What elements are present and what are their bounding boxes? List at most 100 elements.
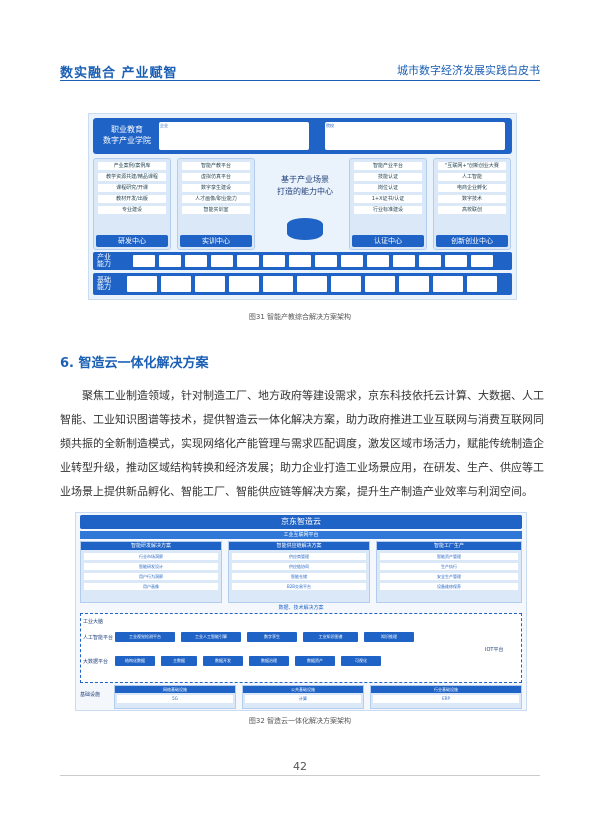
col4-item: 数字技术 (438, 195, 506, 203)
col1-item: 专业建设 (98, 206, 166, 214)
training-center-label: 实训中心 (180, 235, 252, 247)
figure-31-diagram: 职业教育 数字产业学院 企业 院校 产业案例/案例库 教学资源共建/精品课程 课… (88, 113, 517, 300)
panel-item: 安全生产管理 (380, 573, 518, 580)
bigdata-item: 结构化数据 (115, 656, 155, 666)
header-divider (60, 80, 540, 81)
base-capability-label: 基础 能力 (97, 276, 111, 291)
panel-item: 供应链协同 (232, 563, 366, 570)
panel-header: 智能研发解决方案 (81, 542, 221, 550)
ai-item: 知识推理 (364, 632, 414, 642)
rd-center-label: 研发中心 (96, 235, 168, 247)
infrastructure-label: 基础设施 (80, 692, 101, 698)
col3-item: 行业标准建设 (354, 206, 422, 214)
panel-header: 智能工厂生产 (377, 542, 521, 550)
cloud-cylinder-icon (287, 218, 323, 240)
col2-item: 虚拟仿真平台 (182, 173, 250, 181)
certification-center-column: 智能产业平台 技能认证 岗位认证 1+X证书/认证 行业标准建设 认证中心 (349, 158, 427, 250)
center-text: 基于产业场景 打造的能力中心 (277, 175, 333, 196)
ai-item: 工业知识图谱 (303, 632, 358, 642)
bigdata-item: 主数据 (161, 656, 197, 666)
panel-item: 行业市场洞察 (84, 553, 218, 560)
industry-capability-label: 产业 能力 (97, 253, 111, 268)
infrastructure-row: 基础设施 网络基础设施 5G 公共基础设施 计算 行业基础设施 ERP (80, 685, 522, 709)
panel-item: 智能资产管理 (380, 553, 518, 560)
section-title: 6. 智造云一体化解决方案 (60, 356, 209, 371)
ai-item: 数字孪生 (247, 632, 297, 642)
group-header: 网络基础设施 (115, 686, 235, 693)
enterprise-tag: 企业 (160, 123, 168, 128)
group-header: 公共基础设施 (243, 686, 363, 693)
ai-item: 工业人工智能引擎 (181, 632, 241, 642)
college-block: 院校 (325, 122, 505, 150)
col4-item: 高校联创 (438, 206, 506, 214)
col4-item: "互联网+"创新创业大赛 (438, 162, 506, 170)
panel-item: 生产执行 (380, 563, 518, 570)
innovation-center-column: "互联网+"创新创业大赛 人工智能 电商企业孵化 数字技术 高校联创 创新创业中… (433, 158, 511, 250)
col1-item: 产业案例/案例库 (98, 162, 166, 170)
ai-platform-label: 人工智能平台 (83, 635, 114, 641)
bigdata-row: 结构化数据 主数据 数据开发 数据治理 数据资产 可视化 (115, 656, 481, 666)
jd-smart-cloud-title: 京东智造云 (80, 515, 522, 529)
solution-panels: 智能研发解决方案 行业市场洞察 智能研发设计 用户行为洞察 用户画像 智能供应链… (80, 541, 522, 603)
panel-item: 用户画像 (84, 583, 218, 590)
panel-header: 智能供应链解决方案 (229, 542, 369, 550)
col3-item: 岗位认证 (354, 184, 422, 192)
figure-32-diagram: 京东智造云 工业互联网平台 智能研发解决方案 行业市场洞察 智能研发设计 用户行… (75, 512, 527, 711)
col3-item: 智能产业平台 (354, 162, 422, 170)
bigdata-platform-label: 大数据平台 (83, 659, 109, 665)
col1-item: 教材开发/出版 (98, 195, 166, 203)
col4-item: 电商企业孵化 (438, 184, 506, 192)
row1-label: 职业教育 数字产业学院 (103, 125, 151, 145)
panel-item: B2B交易平台 (232, 583, 366, 590)
public-infra-group: 公共基础设施 计算 (242, 685, 364, 709)
header-right-title: 城市数字经济发展实践白皮书 (397, 64, 540, 77)
panel-item: 用户行为洞察 (84, 573, 218, 580)
industrial-brain-label: 工业大脑 (83, 619, 104, 625)
industry-infra-group: 行业基础设施 ERP (370, 685, 522, 709)
certification-center-label: 认证中心 (352, 235, 424, 247)
rd-solution-panel: 智能研发解决方案 行业市场洞察 智能研发设计 用户行为洞察 用户画像 (80, 541, 222, 603)
page-number: 42 (293, 760, 307, 773)
group-item: ERP (373, 695, 519, 703)
base-capability-row: 基础 能力 (93, 273, 512, 295)
group-item: 5G (117, 695, 233, 703)
section-paragraph: 聚焦工业制造领域，针对制造工厂、地方政府等建设需求，京东科技依托云计算、大数据、… (60, 389, 544, 498)
enterprise-block: 企业 (159, 122, 309, 150)
rd-center-column: 产业案例/案例库 教学资源共建/精品课程 课程研究/开课 教材开发/出版 专业建… (93, 158, 171, 250)
training-center-column: 智能产教平台 虚拟仿真平台 数字孪生建设 人才画像/职业能力 智能实训室 实训中… (177, 158, 255, 250)
bigdata-item: 数据资产 (295, 656, 335, 666)
col2-item: 智能实训室 (182, 206, 250, 214)
bigdata-item: 可视化 (341, 656, 381, 666)
panel-item: 智能仓储 (232, 573, 366, 580)
iiot-platform-bar: 工业互联网平台 (80, 531, 522, 539)
header-left-title: 数实融合 产业赋智 (60, 66, 178, 81)
bigdata-item: 数据治理 (249, 656, 289, 666)
figure-31-caption: 图31 智能产教综合解决方案架构 (248, 313, 352, 321)
data-arrow-label: 数据、技术解决方案 (278, 605, 324, 611)
panel-item: 供应商管理 (232, 553, 366, 560)
ai-item: 工业视觉检测平台 (115, 632, 175, 642)
figure-32-caption: 图32 智造云一体化解决方案架构 (248, 717, 352, 725)
industrial-brain-block: 工业大脑 人工智能平台 大数据平台 工业视觉检测平台 工业人工智能引擎 数字孪生… (80, 613, 522, 683)
center-row: 产业案例/案例库 教学资源共建/精品课程 课程研究/开课 教材开发/出版 专业建… (93, 158, 512, 250)
industry-capability-row: 产业 能力 (93, 252, 512, 270)
col2-item: 智能产教平台 (182, 162, 250, 170)
col1-item: 教学资源共建/精品课程 (98, 173, 166, 181)
group-header: 行业基础设施 (371, 686, 521, 693)
panel-item: 智能研发设计 (84, 563, 218, 570)
panel-item: 设备维修保养 (380, 583, 518, 590)
iot-platform-label: IOT平台 (485, 647, 504, 653)
col2-item: 数字孪生建设 (182, 184, 250, 192)
col4-item: 人工智能 (438, 173, 506, 181)
group-item: 计算 (245, 695, 361, 703)
col3-item: 1+X证书/认证 (354, 195, 422, 203)
factory-panel: 智能工厂生产 智能资产管理 生产执行 安全生产管理 设备维修保养 (376, 541, 522, 603)
college-tag: 院校 (326, 123, 334, 128)
innovation-center-label: 创新创业中心 (436, 235, 508, 247)
col3-item: 技能认证 (354, 173, 422, 181)
network-infra-group: 网络基础设施 5G (114, 685, 236, 709)
bigdata-item: 数据开发 (203, 656, 243, 666)
col2-item: 人才画像/职业能力 (182, 195, 250, 203)
ai-row: 工业视觉检测平台 工业人工智能引擎 数字孪生 工业知识图谱 知识推理 (115, 632, 481, 642)
vocational-college-row: 职业教育 数字产业学院 企业 院校 (93, 118, 512, 154)
